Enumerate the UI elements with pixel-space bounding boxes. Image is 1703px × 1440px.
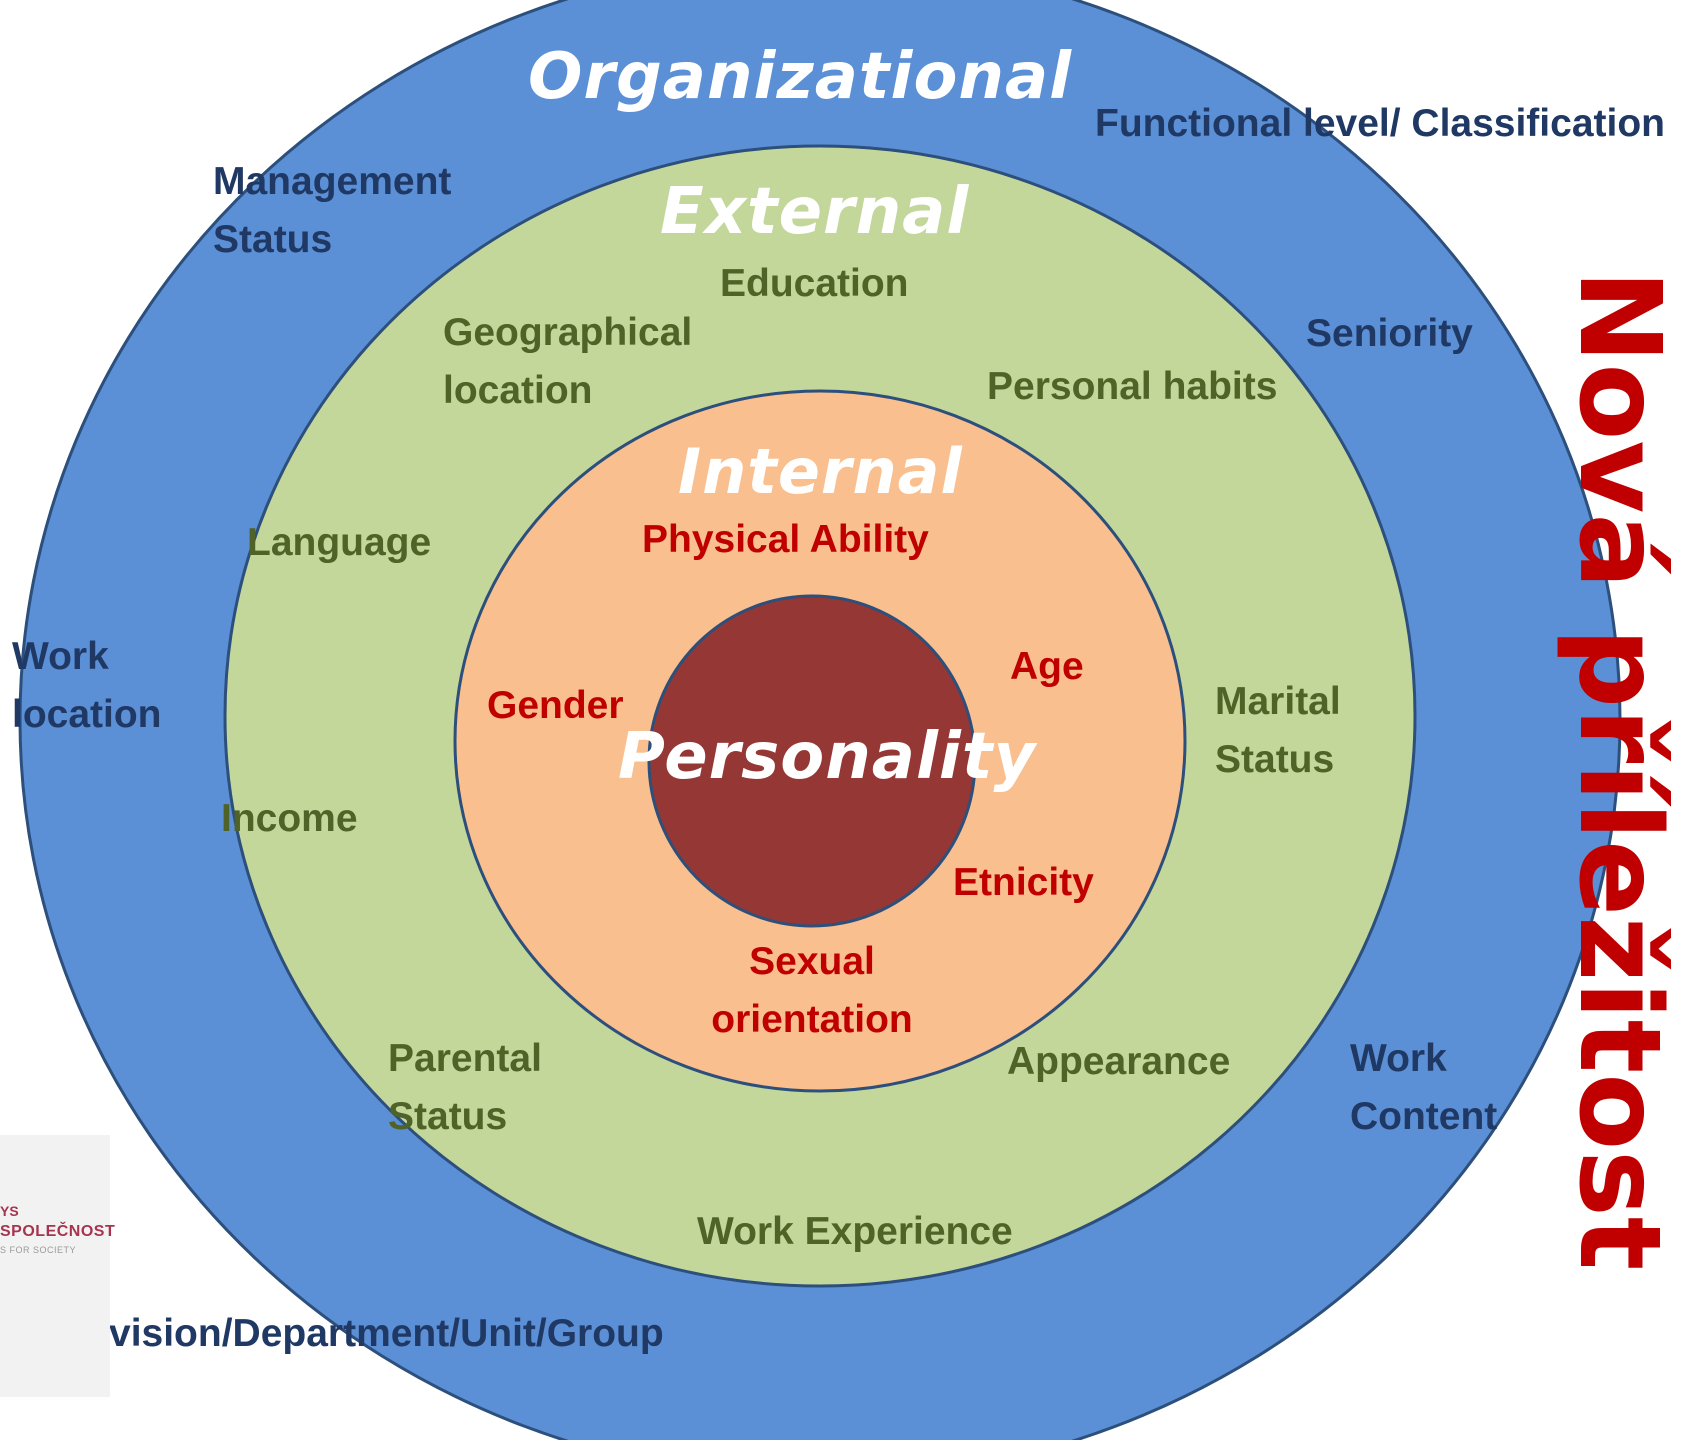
label-work-experience: Work Experience: [697, 1210, 1013, 1253]
side-title: Nová příležitost: [1554, 269, 1684, 1271]
logo-text-top: YS: [0, 1203, 19, 1219]
label-work-content: Work Content: [1350, 1037, 1498, 1138]
label-sexual-orientation: Sexual orientation: [711, 940, 913, 1041]
external-title: External: [660, 175, 970, 249]
label-physical-ability: Physical Ability: [642, 518, 929, 561]
personality-core: [647, 594, 977, 928]
label-personal-habits: Personal habits: [987, 365, 1278, 408]
label-functional-level: Functional level/ Classification: [1095, 102, 1665, 145]
label-etnicity: Etnicity: [953, 861, 1094, 904]
label-age: Age: [1010, 645, 1084, 688]
personality-title: Personality: [618, 720, 1037, 794]
logo-text-sub: S FOR SOCIETY: [0, 1245, 77, 1255]
label-geographical-location: Geographical location: [443, 311, 693, 412]
label-work-location: Work location: [12, 635, 162, 736]
label-education: Education: [720, 262, 909, 305]
label-parental-status: Parental Status: [388, 1037, 542, 1138]
company-logo: YS SPOLEČNOST S FOR SOCIETY: [0, 1135, 115, 1397]
label-language: Language: [247, 521, 432, 564]
internal-title: Internal: [678, 435, 963, 508]
label-appearance: Appearance: [1007, 1040, 1231, 1083]
label-income: Income: [221, 797, 358, 840]
organizational-title: Organizational: [528, 40, 1073, 114]
label-gender: Gender: [487, 684, 624, 727]
logo-text-main: SPOLEČNOST: [0, 1223, 116, 1240]
label-seniority: Seniority: [1306, 312, 1473, 355]
label-marital-status: Marital Status: [1215, 680, 1341, 781]
label-management-status: Management Status: [213, 160, 452, 261]
label-division-department: Division/Department/Unit/Group: [70, 1312, 664, 1355]
